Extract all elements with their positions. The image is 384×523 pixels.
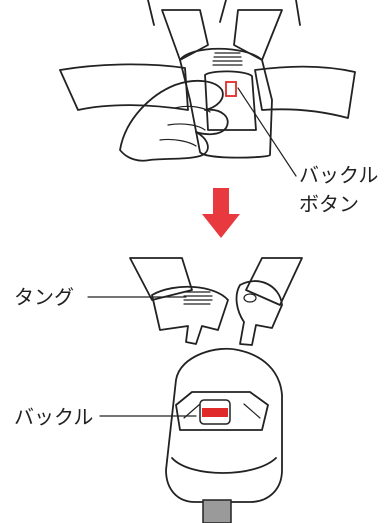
left-tongue-plate bbox=[151, 285, 229, 345]
buckle-opening bbox=[175, 391, 269, 431]
buckle-label: バックル bbox=[14, 405, 93, 429]
right-tongue-plate bbox=[235, 280, 283, 346]
left-tongue-strap bbox=[129, 257, 193, 301]
top-illustration bbox=[59, 0, 356, 177]
lower-strap bbox=[202, 499, 232, 523]
tongue-illustration bbox=[87, 257, 303, 346]
right-tongue-strap bbox=[245, 257, 303, 306]
top-buckle-body bbox=[179, 47, 273, 159]
left-vertical-strap bbox=[161, 9, 209, 61]
buckle-housing bbox=[165, 347, 283, 503]
buckle-button-label-line1: バックル bbox=[299, 163, 378, 187]
buckle-illustration bbox=[99, 347, 283, 523]
buckle-button-red-top bbox=[225, 81, 237, 97]
hand bbox=[119, 79, 229, 162]
right-shoulder-strap bbox=[254, 65, 356, 119]
right-vertical-strap bbox=[233, 9, 283, 61]
tongue-label: タング bbox=[14, 285, 74, 309]
down-arrow bbox=[202, 188, 240, 238]
buckle-button-pointer bbox=[237, 87, 297, 177]
buckle-button-label-line2: ボタン bbox=[299, 192, 359, 216]
